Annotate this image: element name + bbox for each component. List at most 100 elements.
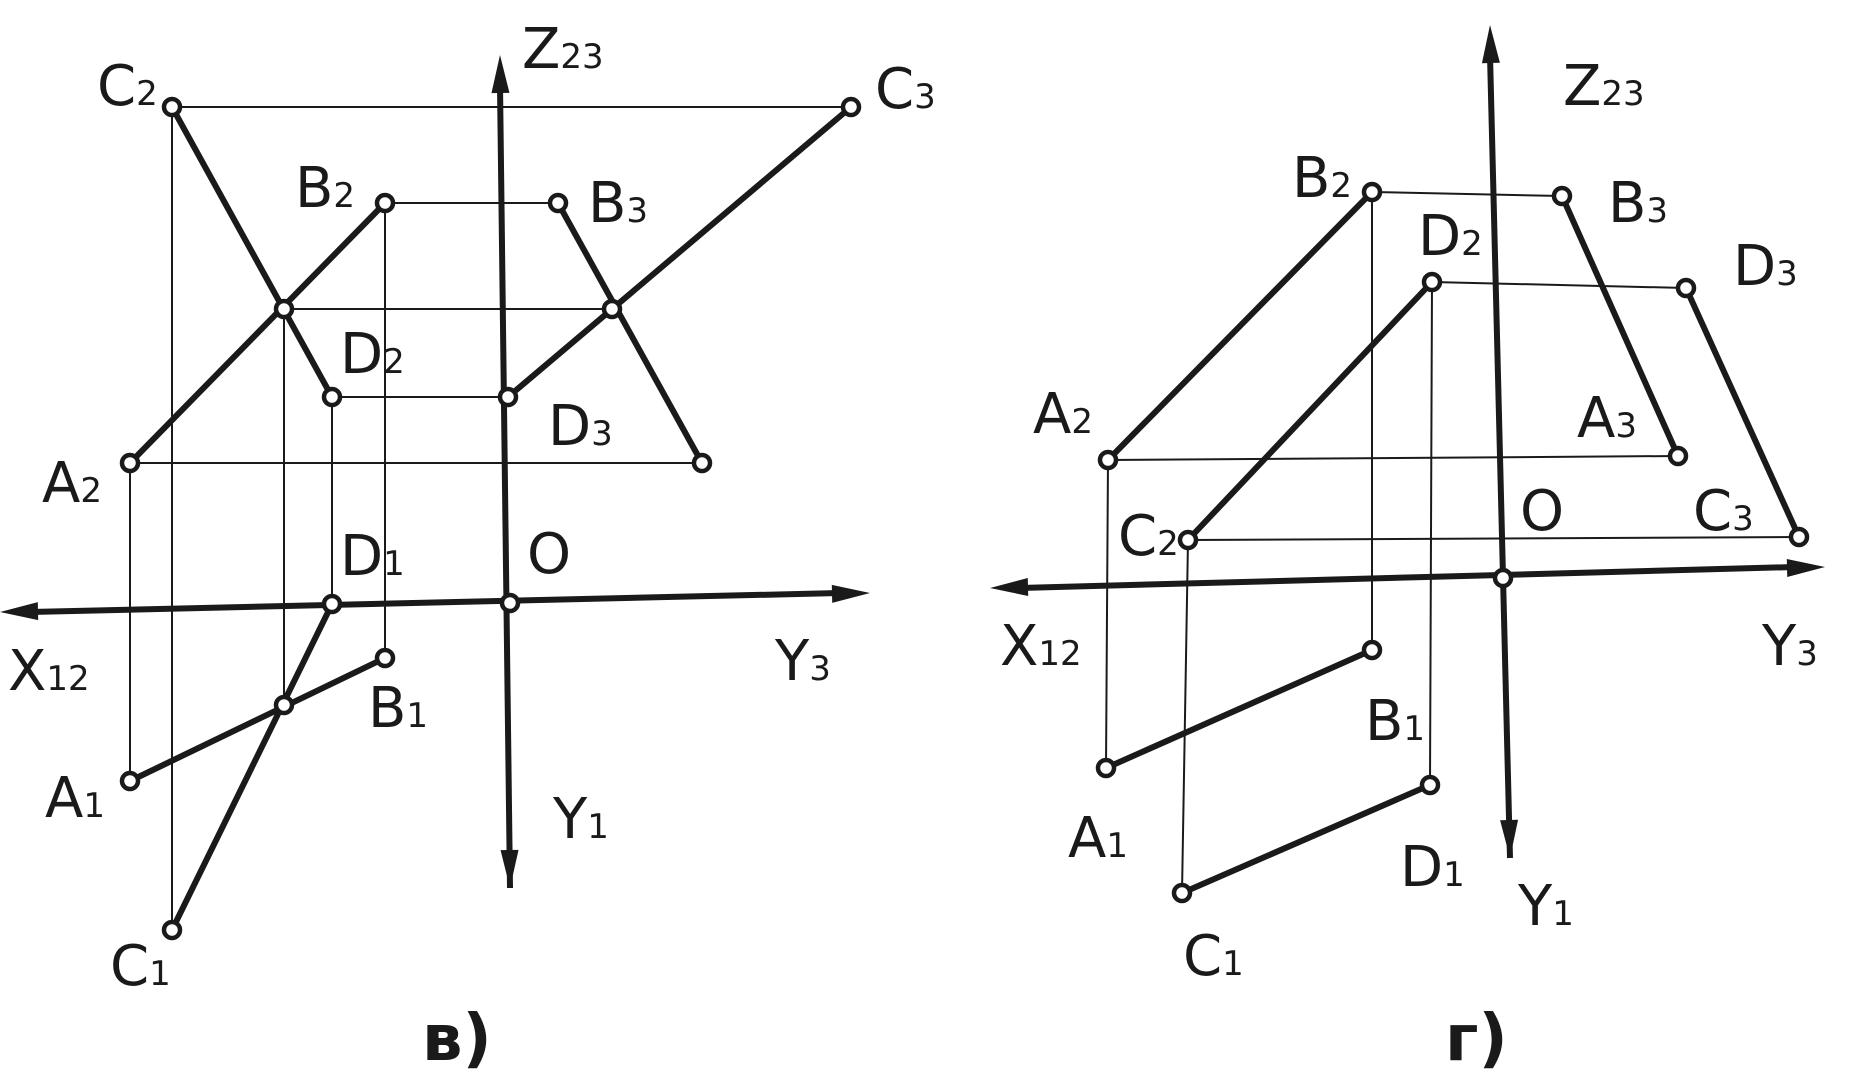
label-d1: D1 <box>340 524 405 589</box>
point-o <box>499 592 521 614</box>
vertical-axis <box>1487 54 1513 859</box>
label-c3-letter: C <box>875 57 914 122</box>
segment-d3-c3 <box>1683 285 1802 540</box>
label-b2-index: 2 <box>1330 166 1352 206</box>
label-b2-letter: B <box>1292 146 1330 211</box>
y1-axis-arrow <box>500 849 519 888</box>
vertical-axis <box>497 84 513 889</box>
axis-label-y1-index: 1 <box>587 807 609 847</box>
label-c3-index: 3 <box>1732 499 1754 539</box>
label-b3-index: 3 <box>626 191 648 231</box>
label-a2-letter: A <box>1033 382 1071 447</box>
label-a3-letter: A <box>1577 386 1615 451</box>
label-b1: B1 <box>1365 689 1425 754</box>
label-d3: D3 <box>548 394 613 459</box>
z-axis-arrow <box>491 55 510 94</box>
projection-link-line <box>1431 281 1687 289</box>
label-c3-index: 3 <box>914 77 936 117</box>
projection-link-line <box>1107 455 1679 461</box>
label-a3: A3 <box>1577 386 1637 451</box>
label-a1-letter: A <box>45 766 83 831</box>
label-b1-index: 1 <box>406 696 428 736</box>
label-o-letter: O <box>1520 479 1564 544</box>
point-d3 <box>1675 277 1697 299</box>
segment-c1-d1 <box>169 601 335 933</box>
axis-label-x12-index: 12 <box>46 659 89 699</box>
point-a3 <box>691 452 713 474</box>
point-a2 <box>1097 449 1119 471</box>
point-c1 <box>161 919 183 941</box>
point-k3 <box>601 298 623 320</box>
axis-label-y3: Y3 <box>1761 614 1818 679</box>
label-d2: D2 <box>340 322 405 387</box>
label-c2-index: 2 <box>1157 524 1179 564</box>
point-b2 <box>1361 181 1383 203</box>
axis-label-y3: Y3 <box>774 629 831 694</box>
segment-b3-a3 <box>1559 193 1681 459</box>
label-d1-index: 1 <box>1443 855 1465 895</box>
label-d1-letter: D <box>340 524 383 589</box>
y3-axis-arrow <box>1786 558 1825 577</box>
y1-axis-arrow <box>1500 819 1519 858</box>
label-c1-index: 1 <box>149 954 171 994</box>
label-d2-letter: D <box>1418 204 1461 269</box>
axis-label-z23-index: 23 <box>1601 74 1644 114</box>
label-d3-letter: D <box>1733 234 1776 299</box>
label-c2: C2 <box>1118 504 1179 569</box>
label-c2-letter: C <box>1118 504 1157 569</box>
projection-link-line <box>1105 459 1109 769</box>
label-a1-letter: A <box>1068 806 1106 871</box>
segment-b3-a3 <box>555 200 705 466</box>
point-a2 <box>119 452 141 474</box>
axis-label-y1: Y1 <box>1517 874 1574 939</box>
point-d3 <box>497 386 519 408</box>
label-b3-letter: B <box>1608 171 1646 236</box>
label-b2-index: 2 <box>333 176 355 216</box>
label-d3: D3 <box>1733 234 1798 299</box>
axis-label-z23-letter: Z <box>1563 54 1601 119</box>
axis-label-y3-index: 3 <box>809 649 831 689</box>
point-a1 <box>1095 757 1117 779</box>
label-c3-letter: C <box>1693 479 1732 544</box>
point-d2 <box>1421 271 1443 293</box>
point-b2 <box>374 192 396 214</box>
axis-label-x12: X12 <box>1000 614 1082 679</box>
label-c1: C1 <box>1183 924 1244 989</box>
point-c2 <box>1177 529 1199 551</box>
label-b1-letter: B <box>368 676 406 741</box>
label-c2: C2 <box>97 54 158 119</box>
segment-c2-d2 <box>1185 279 1435 543</box>
label-d1-letter: D <box>1400 835 1443 900</box>
z-axis-arrow <box>1481 25 1500 64</box>
label-b3-letter: B <box>588 171 626 236</box>
horizontal-axis <box>29 590 841 615</box>
axis-label-y1-index: 1 <box>1552 894 1574 934</box>
point-c3 <box>840 96 862 118</box>
label-d2-index: 2 <box>383 342 405 382</box>
label-o: O <box>527 522 571 587</box>
point-b1 <box>374 647 396 669</box>
label-c1-index: 1 <box>1222 944 1244 984</box>
axis-label-y3-index: 3 <box>1796 634 1818 674</box>
axis-label-y3-letter: Y <box>774 629 810 694</box>
axis-label-x12-letter: X <box>8 639 46 704</box>
label-c2-letter: C <box>97 54 136 119</box>
point-c2 <box>161 96 183 118</box>
segment-a1-b1 <box>127 655 388 784</box>
label-a1-index: 1 <box>1106 826 1128 866</box>
axis-label-z23-index: 23 <box>560 37 603 77</box>
x-axis-arrow <box>990 578 1029 597</box>
axis-label-z23: Z23 <box>522 17 604 82</box>
label-d2-letter: D <box>340 322 383 387</box>
label-c1: C1 <box>110 934 171 999</box>
label-d2: D2 <box>1418 204 1483 269</box>
label-d3-index: 3 <box>1776 254 1798 294</box>
label-d1-index: 1 <box>383 544 405 584</box>
label-d3-index: 3 <box>591 414 613 454</box>
label-b2: B2 <box>1292 146 1352 211</box>
point-k1 <box>273 694 295 716</box>
projection-link-line <box>1429 281 1433 786</box>
label-a2-letter: A <box>42 451 80 516</box>
label-d1: D1 <box>1400 835 1465 900</box>
